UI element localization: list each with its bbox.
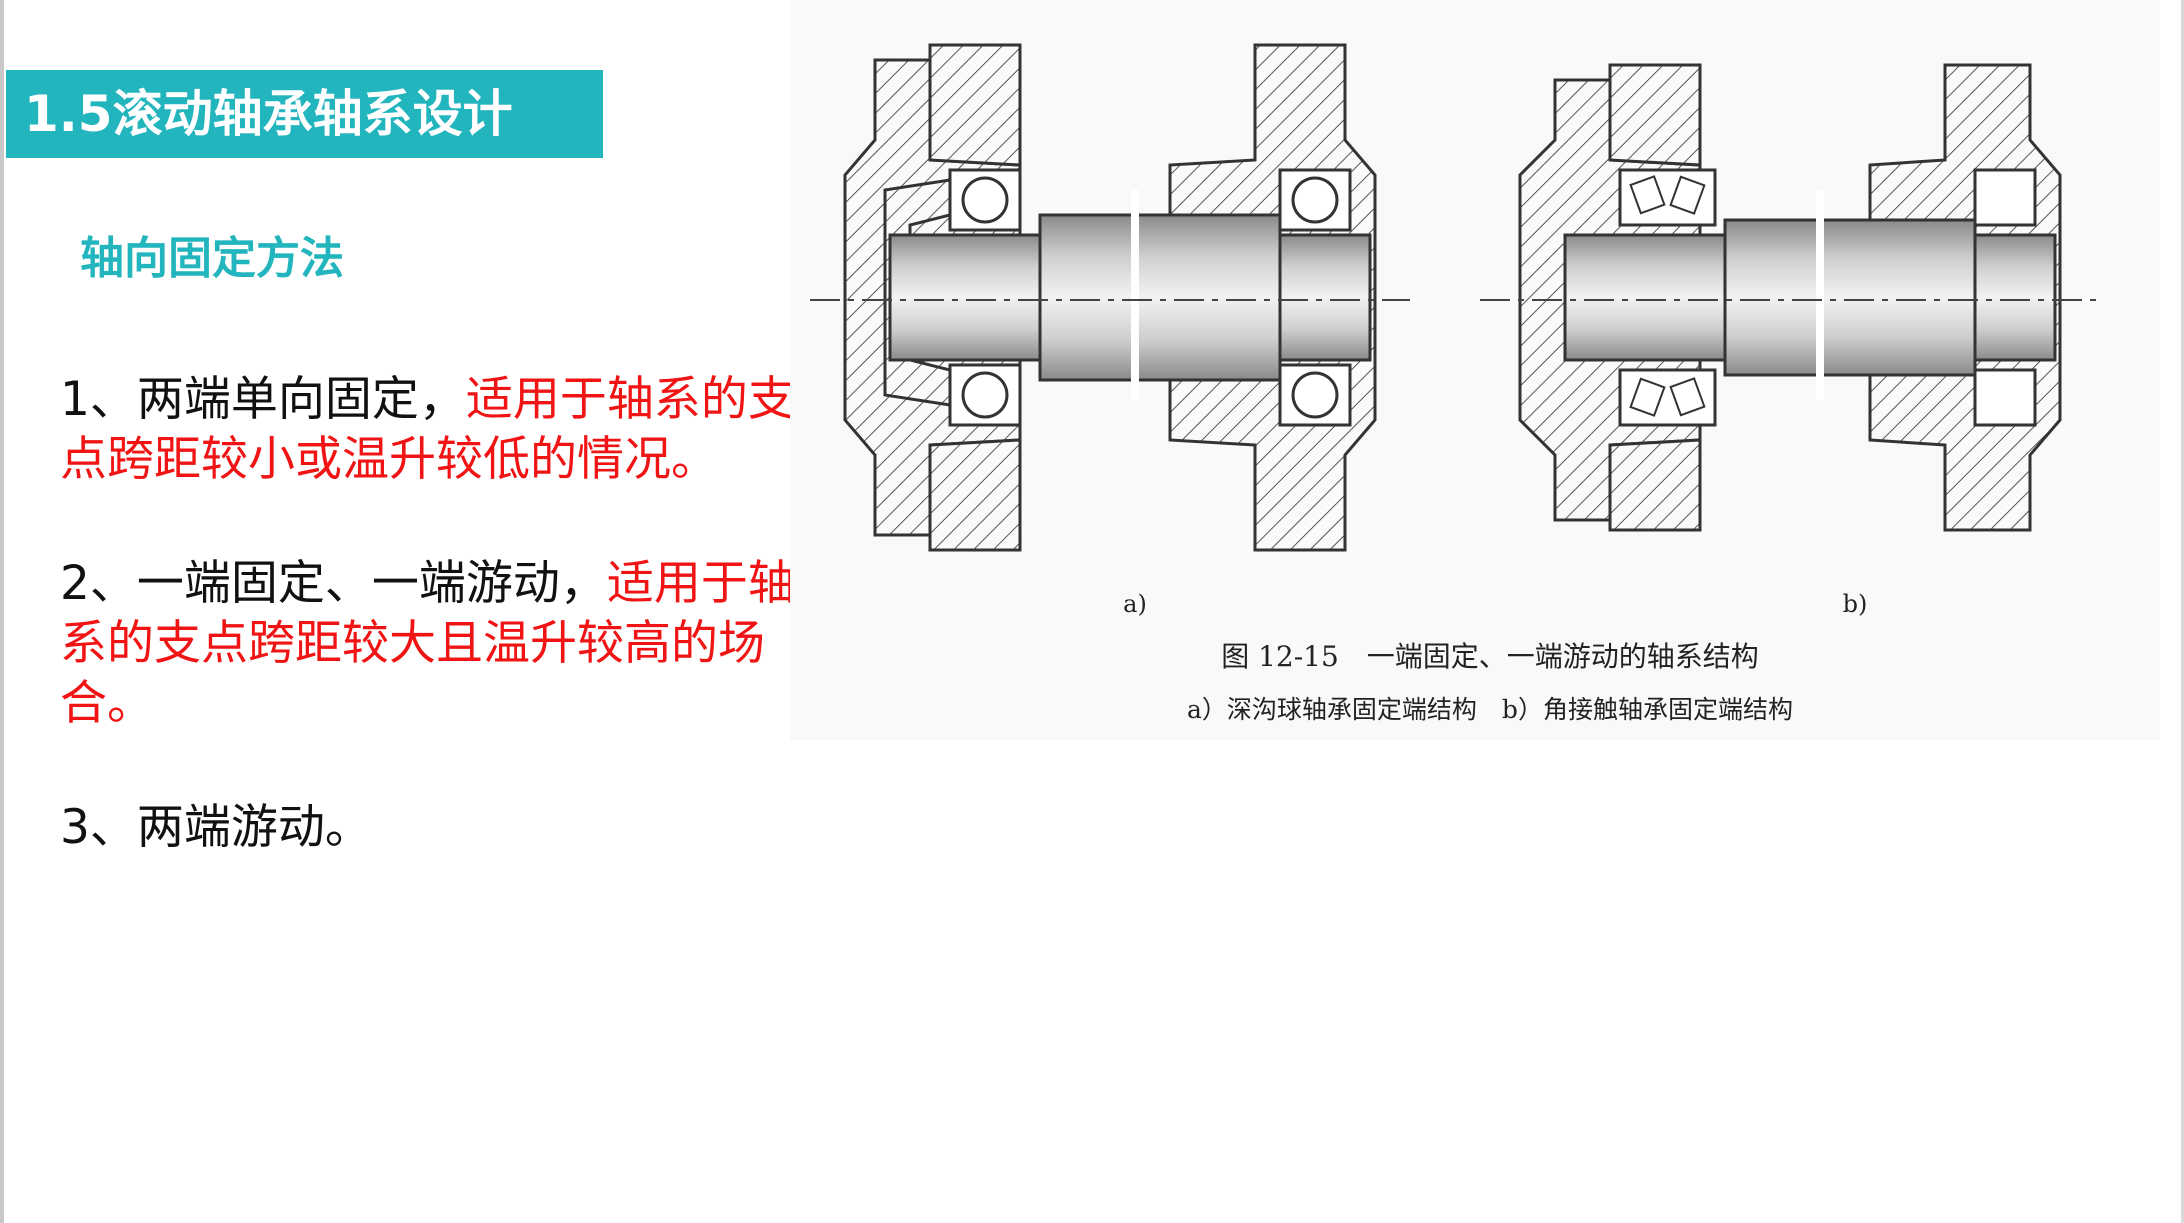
item-highlight: 适用于轴系的支点跨距较大且温升较高的场合。 [60,556,795,731]
left-edge-bar [0,0,4,1223]
shaft-b [1723,218,1977,377]
figure-caption: 图 12-15 一端固定、一端游动的轴系结构 [1221,640,1759,673]
item-highlight: 适用于轴系的支点跨距较小或温升较低的情况。 [60,372,795,487]
list-item: 3、两端游动。 [60,798,800,858]
shaft-a [1038,213,1282,382]
item-text: 1、两端单向固定， [60,372,466,427]
list-item: 1、两端单向固定，适用于轴系的支点跨距较小或温升较低的情况。 [60,370,800,490]
bearing-figure: a) b) 图 12-15 一端固定、一端游动的轴系结构 a） [790,0,2160,740]
diagram-a: a) [810,43,1410,618]
item-text: 3、两端游动。 [60,800,372,855]
bullet-list: 1、两端单向固定，适用于轴系的支点跨距较小或温升较低的情况。 2、一端固定、一端… [60,370,800,858]
figure-subcaption: a）深沟球轴承固定端结构 b）角接触轴承固定端结构 [1187,695,1793,724]
slide-title: 1.5滚动轴承轴系设计 [24,85,513,143]
bearing-diagram: a) b) 图 12-15 一端固定、一端游动的轴系结构 a） [810,43,2100,724]
diagram-b: b) [1480,63,2100,618]
figure-label-b: b) [1843,590,1868,618]
right-edge-bar [2181,0,2184,1223]
section-subtitle: 轴向固定方法 [80,233,344,284]
item-text: 2、一端固定、一端游动， [60,556,607,611]
list-item: 2、一端固定、一端游动，适用于轴系的支点跨距较大且温升较高的场合。 [60,554,800,734]
figure-label-a: a) [1123,590,1147,618]
slide-title-banner: 1.5滚动轴承轴系设计 [6,70,603,158]
